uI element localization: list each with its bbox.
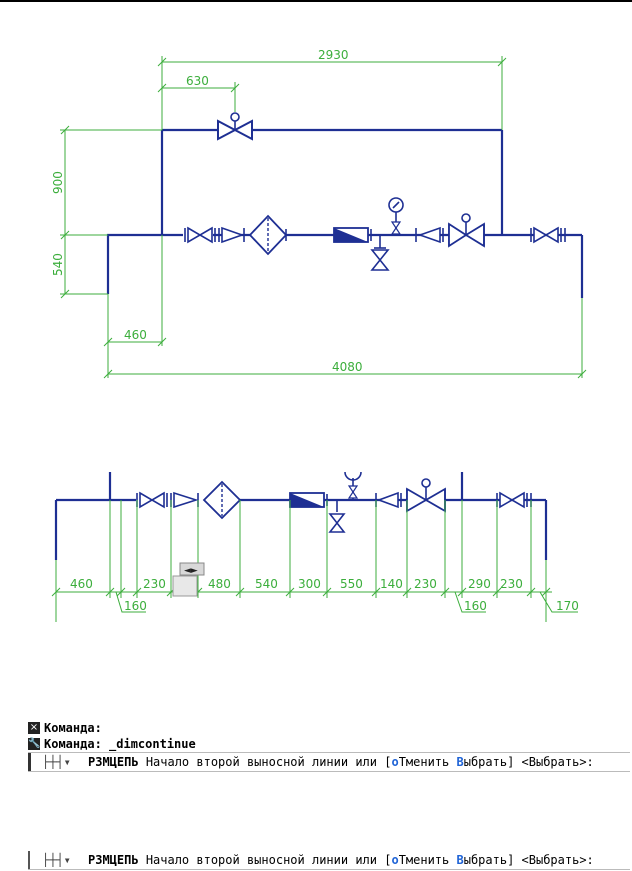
window-top-border: [0, 0, 632, 2]
option-undo-rest[interactable]: Тменить: [398, 755, 457, 769]
dim-label: 230: [500, 577, 523, 591]
dim-label: 290: [468, 577, 491, 591]
dim-label: 480: [208, 577, 231, 591]
dim-offset-left: 460: [124, 328, 147, 342]
dim-label: 140: [380, 577, 403, 591]
command-prompt: РЗМЦЕПЬ Начало второй выносной линии или…: [88, 755, 594, 769]
history-text: Команда: _dimcontinue: [44, 737, 196, 751]
dim-label: 300: [298, 577, 321, 591]
dim-height-upper: 900: [51, 171, 65, 194]
dimension-continue-icon[interactable]: ├┼┤▾: [42, 755, 71, 769]
dim-label: 460: [70, 577, 93, 591]
leader-label: 160: [124, 599, 147, 613]
dimension-continue-icon[interactable]: ├┼┤▾: [42, 853, 71, 867]
history-text: Команда:: [44, 721, 102, 735]
prompt-suffix: ] <Выбрать>:: [507, 853, 594, 867]
option-undo-rest[interactable]: Тменить: [398, 853, 457, 867]
dim-label: 550: [340, 577, 363, 591]
grip-arrows-icon: ◄►: [184, 566, 198, 576]
option-undo-hotkey[interactable]: о: [391, 755, 399, 769]
dim-total-bottom: 4080: [332, 360, 363, 374]
grip-tooltip[interactable]: ◄►: [172, 562, 205, 597]
command-line-marker: [28, 753, 31, 771]
option-select-hotkey[interactable]: В: [456, 755, 464, 769]
dim-total-top: 2930: [318, 48, 349, 62]
dim-branch: 630: [186, 74, 209, 88]
bottom-dimensions: [51, 500, 578, 622]
wrench-icon[interactable]: 🔧: [28, 738, 41, 750]
dim-label: 230: [414, 577, 437, 591]
prompt-text: Начало второй выносной линии или [: [145, 853, 392, 867]
command-line-marker: [28, 851, 30, 869]
top-dimensions: 2930 630 900 540 460 4080: [51, 48, 587, 379]
option-select-rest[interactable]: ыбрать: [463, 853, 508, 867]
leader-label: 170: [556, 599, 579, 613]
command-history-line-1: × Команда:: [28, 721, 630, 736]
option-select-hotkey[interactable]: В: [456, 853, 464, 867]
top-pipeline-drawing: [106, 112, 584, 298]
command-line[interactable]: ├┼┤▾ РЗМЦЕПЬ Начало второй выносной лини…: [28, 752, 630, 772]
command-line-zoomed[interactable]: ├┼┤▾ РЗМЦЕПЬ Начало второй выносной лини…: [28, 851, 630, 870]
command-history-line-2: 🔧 Команда: _dimcontinue: [28, 737, 630, 752]
cad-drawing-canvas[interactable]: 2930 630 900 540 460 4080: [0, 0, 632, 700]
dim-label: 230: [143, 577, 166, 591]
command-name: РЗМЦЕПЬ: [88, 853, 139, 867]
leader-label: 160: [464, 599, 487, 613]
close-icon[interactable]: ×: [28, 722, 40, 734]
bottom-pipeline-drawing: [54, 471, 548, 560]
command-prompt: РЗМЦЕПЬ Начало второй выносной линии или…: [88, 853, 594, 867]
command-name: РЗМЦЕПЬ: [88, 755, 139, 769]
dim-label: 540: [255, 577, 278, 591]
prompt-suffix: ] <Выбрать>:: [507, 755, 594, 769]
option-select-rest[interactable]: ыбрать: [463, 755, 508, 769]
dim-height-lower: 540: [51, 253, 65, 276]
option-undo-hotkey[interactable]: о: [391, 853, 399, 867]
prompt-text: Начало второй выносной линии или [: [145, 755, 392, 769]
